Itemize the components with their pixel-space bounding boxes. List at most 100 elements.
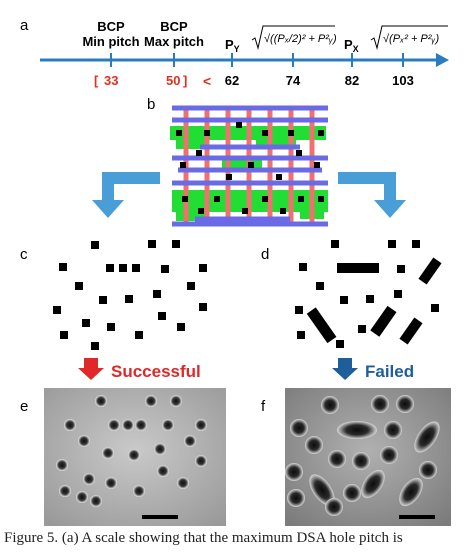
hole-square bbox=[107, 323, 115, 331]
hole-square bbox=[199, 264, 207, 272]
contact-square bbox=[276, 174, 282, 180]
contact-squares bbox=[176, 122, 324, 214]
panel-label-b: b bbox=[147, 96, 155, 113]
hole-square bbox=[336, 340, 344, 348]
success-arrow-icon bbox=[78, 358, 104, 380]
contact-square bbox=[318, 130, 324, 136]
merged-hole-bar bbox=[306, 307, 337, 344]
contact-square bbox=[182, 196, 188, 202]
bcp-min-top: BCP bbox=[97, 19, 125, 34]
sem-hole bbox=[177, 477, 189, 489]
hole-square bbox=[316, 282, 324, 290]
hole-square bbox=[412, 240, 420, 248]
sem-hole bbox=[352, 452, 370, 470]
panel-label-d: d bbox=[261, 246, 269, 263]
contact-square bbox=[198, 208, 204, 214]
sem-hole bbox=[90, 495, 102, 507]
contact-square bbox=[248, 162, 254, 168]
sem-hole bbox=[287, 489, 305, 507]
contact-square bbox=[196, 150, 202, 156]
merged-hole-bar bbox=[399, 317, 423, 345]
value-33: 33 bbox=[104, 73, 118, 88]
merged-sem-hole bbox=[361, 469, 385, 499]
hole-square bbox=[388, 240, 396, 248]
sem-hole bbox=[157, 465, 169, 477]
sem-hole bbox=[321, 396, 339, 414]
sem-hole bbox=[195, 419, 207, 431]
hole-square bbox=[331, 240, 339, 248]
contact-square bbox=[236, 122, 242, 128]
sem-hole bbox=[285, 463, 303, 481]
contact-square bbox=[226, 174, 232, 180]
py-label: PY bbox=[225, 37, 240, 54]
hole-square bbox=[161, 265, 169, 273]
contact-square bbox=[214, 196, 220, 202]
sem-holes bbox=[285, 395, 440, 516]
hole-square bbox=[358, 325, 366, 333]
hole-square bbox=[91, 342, 99, 350]
hole-square bbox=[158, 312, 166, 320]
merged-sem-hole bbox=[337, 421, 377, 439]
value-62: 62 bbox=[225, 73, 239, 88]
sem-hole bbox=[343, 484, 361, 502]
hole-square bbox=[125, 295, 133, 303]
green-region bbox=[256, 139, 296, 149]
sem-image-failed bbox=[285, 388, 451, 526]
failed-hole-pattern bbox=[295, 240, 442, 348]
failed-label: Failed bbox=[365, 362, 414, 381]
merged-sem-hole bbox=[399, 477, 423, 507]
sem-hole bbox=[195, 455, 207, 467]
sem-hole bbox=[78, 435, 90, 447]
sem-hole bbox=[384, 421, 402, 439]
sem-hole bbox=[83, 473, 95, 485]
px-label: PX bbox=[344, 37, 359, 54]
sem-hole bbox=[419, 461, 437, 479]
figure-caption: Figure 5. (a) A scale showing that the m… bbox=[4, 530, 403, 546]
sem-hole bbox=[59, 485, 71, 497]
hole-square bbox=[53, 306, 61, 314]
sem-hole bbox=[162, 419, 174, 431]
sem-hole bbox=[328, 450, 346, 468]
sem-hole bbox=[95, 395, 107, 407]
less-than-sign: < bbox=[203, 73, 211, 89]
failed-arrow-icon bbox=[332, 358, 358, 380]
sqrt-sign bbox=[370, 25, 448, 50]
contact-square bbox=[180, 162, 186, 168]
bcp-max-bottom: Max pitch bbox=[144, 34, 204, 49]
sem-hole bbox=[154, 443, 166, 455]
panel-label-f: f bbox=[261, 398, 266, 415]
contact-square bbox=[298, 196, 304, 202]
layout-grid bbox=[170, 105, 328, 227]
contact-square bbox=[262, 196, 268, 202]
hole-square bbox=[199, 303, 207, 311]
formula-74: √((Pₓ/2)² + P²ᵧ) bbox=[251, 25, 337, 50]
scale-arrow-head bbox=[436, 53, 449, 67]
sem-hole bbox=[305, 436, 323, 454]
successful-hole-pattern bbox=[53, 240, 207, 350]
sem-hole bbox=[184, 435, 196, 447]
hole-square bbox=[60, 331, 68, 339]
contact-square bbox=[296, 150, 302, 156]
sem-hole bbox=[133, 485, 145, 497]
hole-square bbox=[82, 319, 90, 327]
value-50: 50 bbox=[166, 73, 180, 88]
sem-hole bbox=[128, 449, 140, 461]
sem-hole bbox=[122, 419, 134, 431]
hole-square bbox=[172, 240, 180, 248]
contact-square bbox=[262, 130, 268, 136]
hole-square bbox=[187, 282, 195, 290]
merged-sem-hole bbox=[414, 421, 440, 453]
value-82: 82 bbox=[345, 73, 359, 88]
hole-square bbox=[394, 290, 402, 298]
hole-square bbox=[99, 296, 107, 304]
hole-square bbox=[153, 290, 161, 298]
hole-square bbox=[119, 264, 127, 272]
panel-label-a: a bbox=[20, 17, 29, 34]
sem-hole bbox=[76, 491, 88, 503]
sem-hole bbox=[380, 446, 398, 464]
sem-image-successful bbox=[44, 388, 226, 526]
contact-square bbox=[318, 196, 324, 202]
sem-hole bbox=[102, 447, 114, 459]
bracket-open: [ bbox=[94, 73, 99, 88]
bcp-max-top: BCP bbox=[160, 19, 188, 34]
